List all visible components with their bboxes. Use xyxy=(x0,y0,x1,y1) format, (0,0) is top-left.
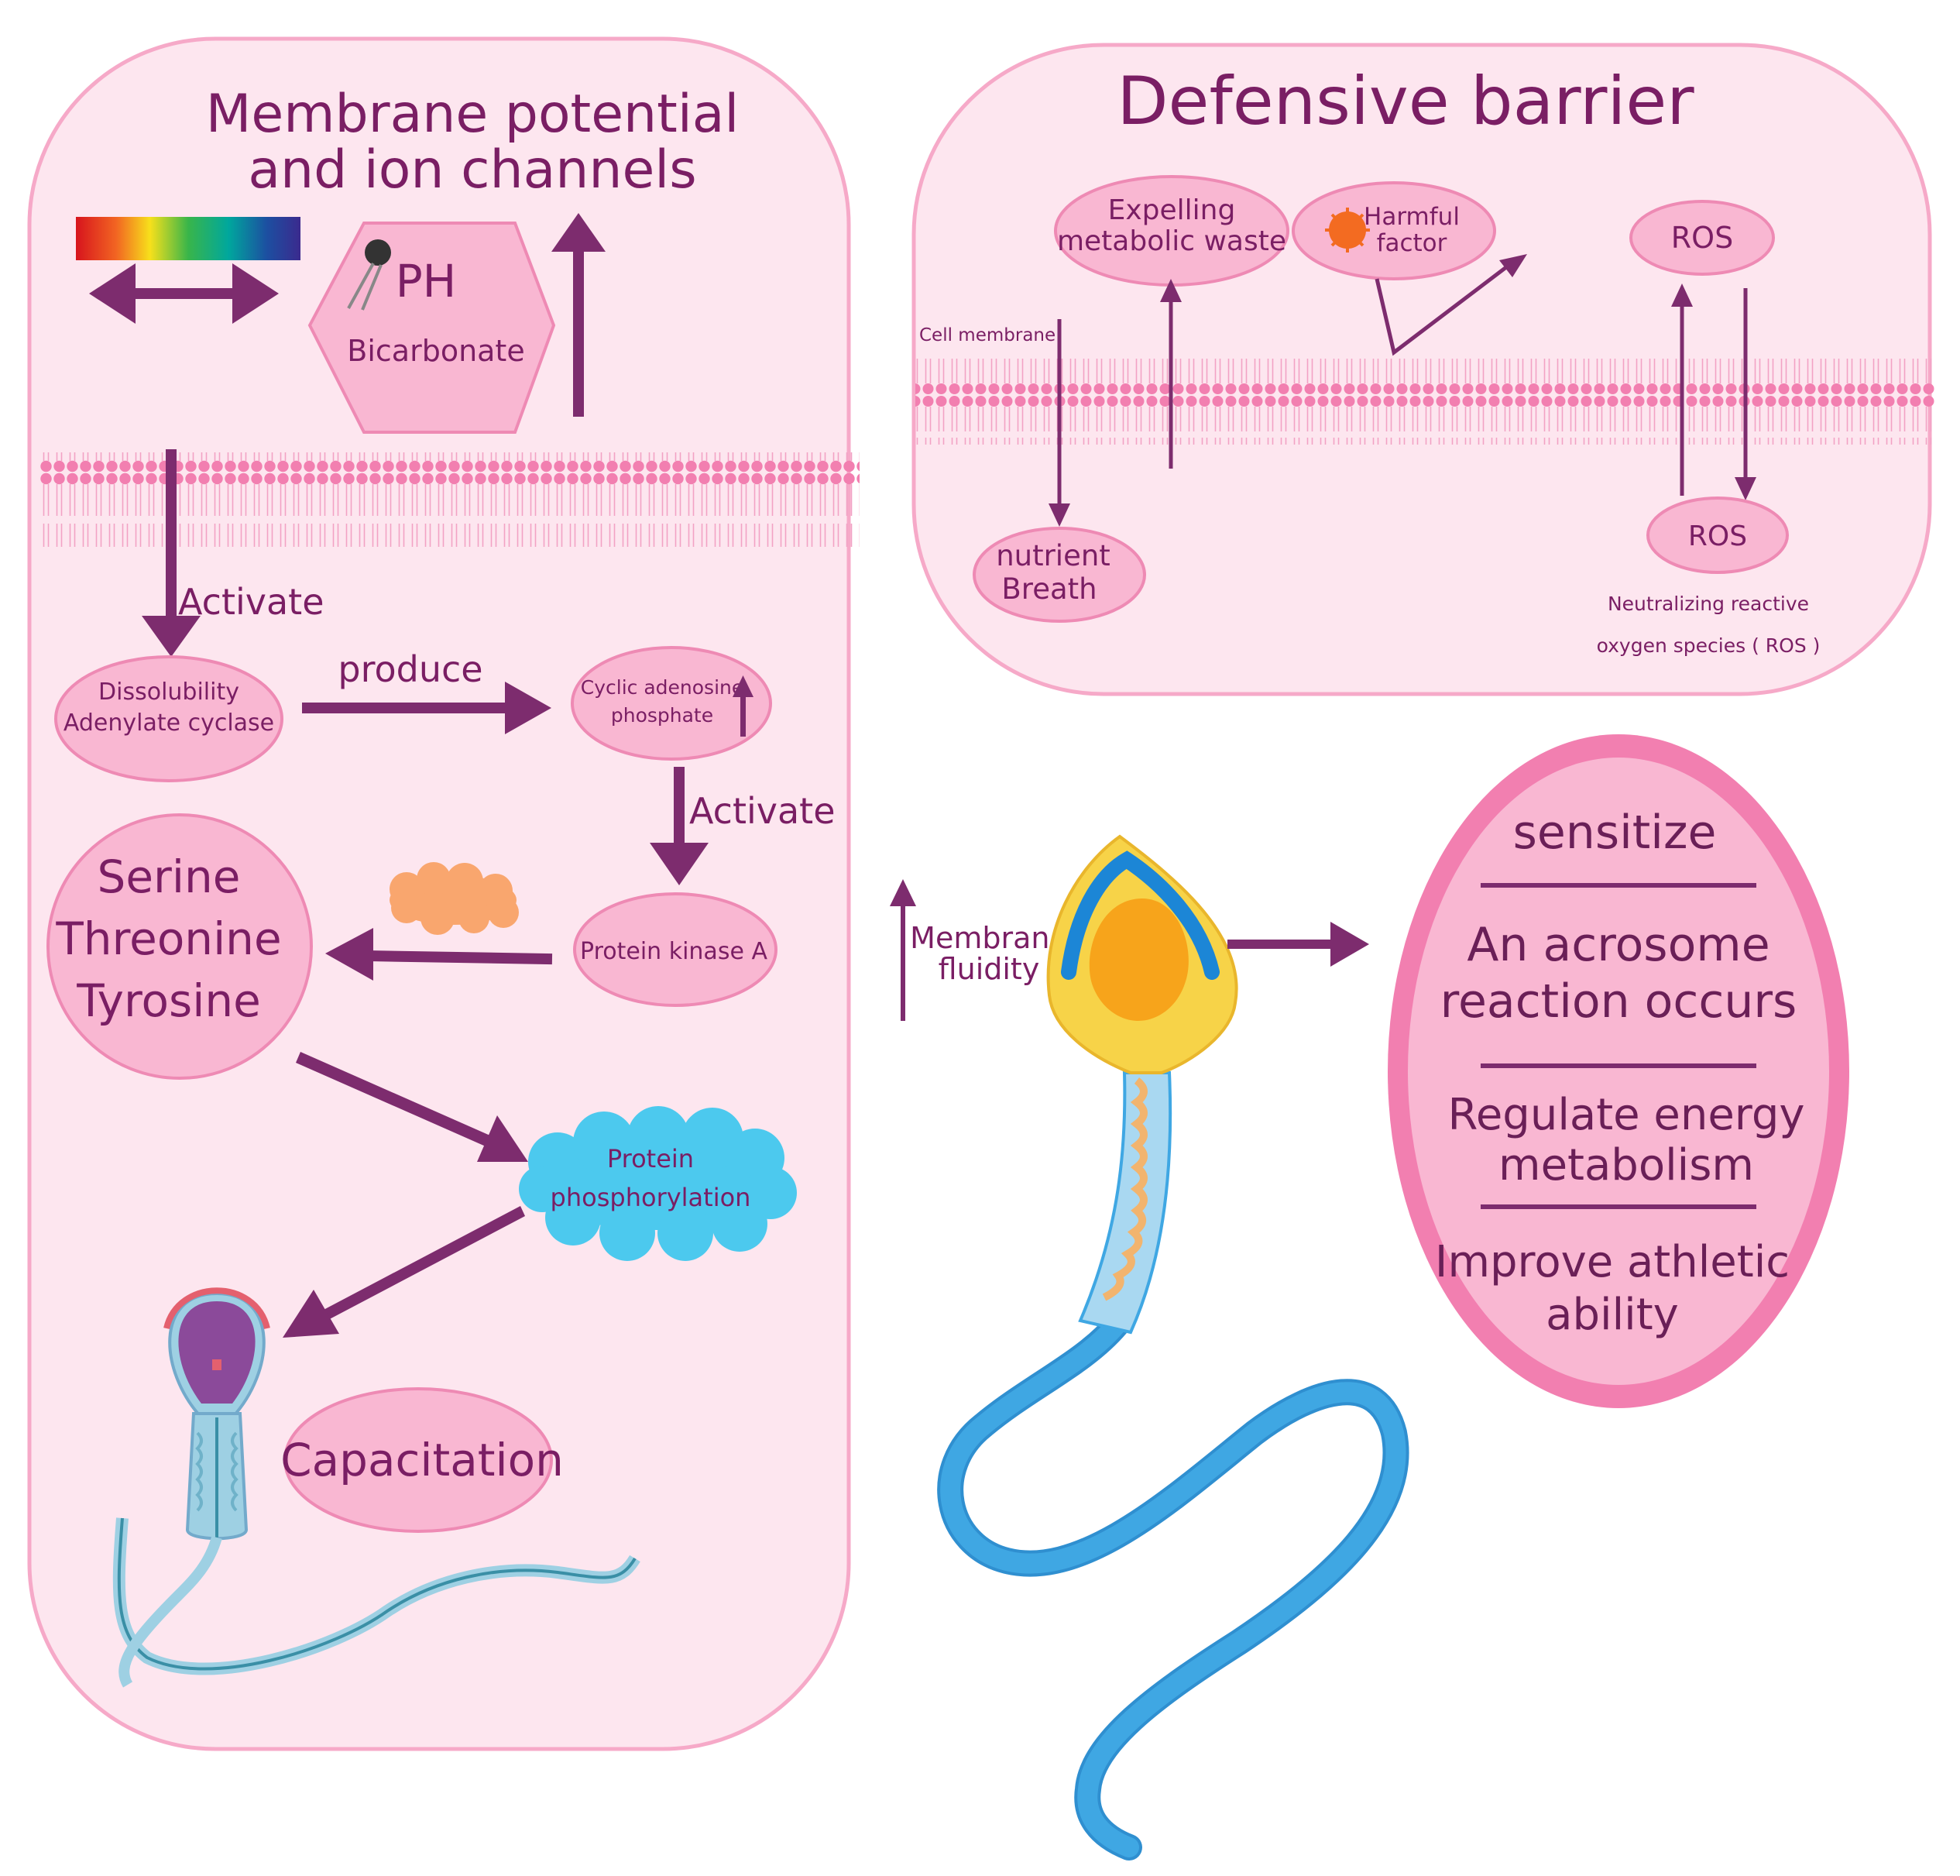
adenylate-cyclase-ellipse xyxy=(54,655,283,782)
activate-label-2: Activate xyxy=(689,790,836,832)
protein-kinase-a-ellipse xyxy=(573,892,777,1007)
right-cell-membrane xyxy=(915,353,1934,445)
outcome-athletic-line1: Improve athletic xyxy=(1435,1237,1790,1287)
residue-serine: Serine xyxy=(98,850,241,903)
residues-circle xyxy=(46,813,313,1080)
ph-probe-icon xyxy=(347,239,391,311)
outcome-acrosome-line2: reaction occurs xyxy=(1440,974,1797,1029)
neutralize-label-line2: oxygen species ( ROS ) xyxy=(1597,634,1821,657)
phospho-label-line2: phosphorylation xyxy=(551,1183,751,1212)
virus-icon xyxy=(1325,208,1370,253)
phospho-to-sperm-arrow-icon xyxy=(283,1206,525,1338)
capacitation-label: Capacitation xyxy=(280,1434,564,1486)
waste-out-arrow-icon xyxy=(1160,279,1182,469)
outcome-acrosome-line1: An acrosome xyxy=(1467,918,1769,972)
residues-to-phospho-arrow-icon xyxy=(296,1052,528,1162)
produce-arrow-icon xyxy=(302,682,551,734)
nutrient-label-line1: nutrient xyxy=(996,539,1110,572)
ph-hexagon xyxy=(307,222,556,434)
outcome-athletic-line2: ability xyxy=(1546,1290,1679,1340)
outcome-oval-inner xyxy=(1408,758,1829,1385)
phospho-label-line1: Protein xyxy=(607,1144,694,1173)
outcome-energy-line1: Regulate energy xyxy=(1447,1090,1804,1140)
camp-ellipse xyxy=(571,646,772,761)
ph-label: PH xyxy=(396,255,457,308)
produce-label: produce xyxy=(338,648,482,690)
adenylate-label-line1: Dissolubility xyxy=(98,679,239,706)
protein-phosphorylation-blob-icon xyxy=(519,1106,797,1261)
expelling-label-line1: Expelling xyxy=(1108,194,1236,226)
activate-arrow-2-icon xyxy=(650,767,709,885)
nutrient-label-line2: Breath xyxy=(1001,572,1097,606)
ros-top-label: ROS xyxy=(1671,221,1733,255)
adenylate-label-line2: Adenylate cyclase xyxy=(64,710,274,737)
camp-increase-arrow-icon xyxy=(733,675,753,737)
left-panel-title-line1: Membrane potential xyxy=(206,84,740,145)
up-arrow-icon xyxy=(551,213,606,417)
capacitation-ellipse xyxy=(283,1387,553,1533)
sperm-to-outcome-arrow-icon xyxy=(1227,922,1369,967)
cell-membrane-label: Cell membrane xyxy=(919,325,1056,345)
membrane-fluidity-line1: Membrane xyxy=(910,921,1068,955)
fluidity-up-arrow-icon xyxy=(890,879,916,1021)
nutrient-in-arrow-icon xyxy=(1049,319,1070,527)
double-headed-arrow-icon xyxy=(89,263,279,324)
membrane-fluidity-line2: fluidity xyxy=(939,952,1040,986)
ros-in-arrow-icon xyxy=(1735,288,1756,500)
camp-label-line2: phosphate xyxy=(611,704,713,727)
activate-label-1: Activate xyxy=(178,581,324,623)
left-panel: Membrane potential and ion channels PH B… xyxy=(27,36,860,1751)
harmful-label-line2: factor xyxy=(1377,229,1447,257)
capacitated-sperm-icon xyxy=(112,1287,640,1688)
nutrient-breath-ellipse xyxy=(973,527,1146,623)
right-panel: Defensive barrier Expelling metabolic wa… xyxy=(911,43,1934,696)
harmful-label-line1: Harmful xyxy=(1364,203,1460,231)
ros-out-arrow-icon xyxy=(1671,283,1693,496)
pka-label: Protein kinase A xyxy=(580,938,767,965)
sperm-icon xyxy=(937,834,1409,1861)
outcome-energy-line2: metabolism xyxy=(1498,1140,1754,1191)
ros-bottom-ellipse xyxy=(1646,496,1789,574)
camp-label-line1: Cyclic adenosine xyxy=(581,676,744,699)
harmful-factor-ellipse xyxy=(1292,181,1496,280)
bicarbonate-label: Bicarbonate xyxy=(347,334,524,368)
membrane-potential-spectrum xyxy=(76,217,300,260)
membrane-fluidity-group: Membrane fluidity xyxy=(890,879,1068,1021)
neutralize-label-line1: Neutralizing reactive xyxy=(1608,593,1809,615)
residue-threonine: Threonine xyxy=(55,912,281,965)
activate-arrow-icon xyxy=(142,449,201,657)
residue-tyrosine: Tyrosine xyxy=(76,974,261,1027)
ros-bottom-label: ROS xyxy=(1688,521,1747,552)
pka-to-residues-arrow-icon xyxy=(325,928,553,981)
right-panel-title: Defensive barrier xyxy=(1117,63,1694,140)
outcome-oval: sensitize An acrosome reaction occurs Re… xyxy=(1388,734,1849,1408)
ros-top-ellipse xyxy=(1629,200,1775,276)
left-panel-title-line2: and ion channels xyxy=(248,139,696,201)
left-cell-membrane xyxy=(39,452,860,547)
harmful-bounce-arrow-icon xyxy=(1375,254,1527,356)
outcome-sensitize: sensitize xyxy=(1513,806,1717,860)
expelling-label-line2: metabolic waste xyxy=(1057,225,1286,257)
protein-kinase-blob-icon xyxy=(390,862,519,935)
